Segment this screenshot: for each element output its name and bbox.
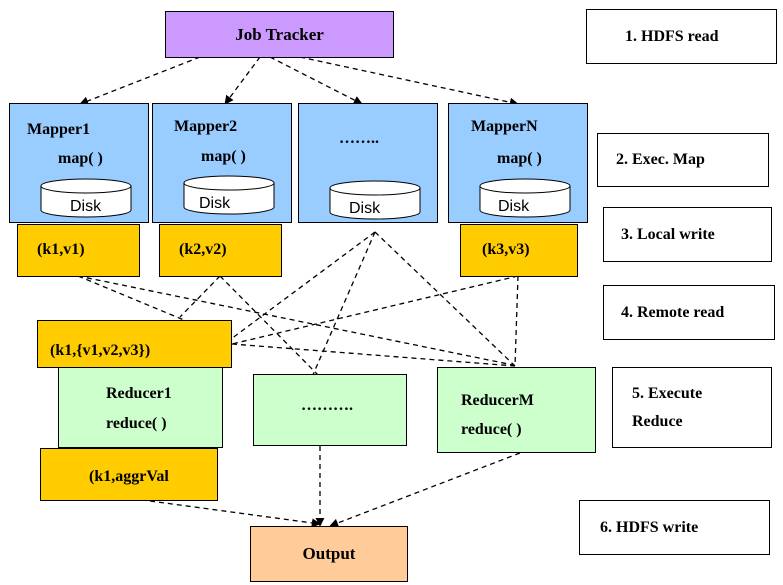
map-output-label: (k3,v3) <box>482 241 530 258</box>
reducer-name: Reducer1 <box>106 385 172 402</box>
mapper-func: map( ) <box>58 150 103 167</box>
step-label: 1. HDFS read <box>625 27 719 45</box>
reducer-input: (k1,{v1,v2,v3}) <box>37 320 232 368</box>
reducer-output: (k1,aggrVal <box>40 448 218 501</box>
step-1-box: 1. HDFS read <box>586 9 777 64</box>
disk-label: Disk <box>349 200 381 217</box>
step-5-box: 5. Execute Reduce <box>612 367 772 448</box>
reducer-name: ReducerM <box>461 392 534 409</box>
disk-label: Disk <box>199 195 231 212</box>
mapper-box-2: Mapper2 map( ) Disk <box>152 103 292 223</box>
step-4-box: 4. Remote read <box>603 285 775 340</box>
disk-icon <box>183 175 275 215</box>
reducer-box-m: ReducerM reduce( ) <box>437 367 596 453</box>
disk-icon <box>329 180 421 220</box>
output-label: Output <box>302 544 356 563</box>
mapper-name: MapperN <box>471 118 538 135</box>
mapper-name: Mapper2 <box>174 118 238 135</box>
step-6-box: 6. HDFS write <box>579 500 770 555</box>
step-label: 4. Remote read <box>621 303 725 321</box>
job-tracker-label: Job Tracker <box>235 24 324 44</box>
mapper-box-3: …….. Disk <box>298 103 438 223</box>
job-tracker-box: Job Tracker <box>165 11 394 58</box>
disk-icon <box>40 178 132 218</box>
arrow-reducer1-output <box>149 500 321 528</box>
step-label: 5. Execute <box>632 384 703 402</box>
reducer-input-label: (k1,{v1,v2,v3}) <box>50 342 151 359</box>
mapper-name: …….. <box>339 130 379 147</box>
disk-label: Disk <box>70 198 102 215</box>
mapper-name: Mapper1 <box>27 121 91 138</box>
map-output-label: (k1,v1) <box>37 241 85 258</box>
step-label: Reduce <box>632 412 683 430</box>
step-2-box: 2. Exec. Map <box>597 133 769 187</box>
map-output-1: (k1,v1) <box>17 224 140 277</box>
output-box: Output <box>250 526 408 582</box>
mapper-box-n: MapperN map( ) Disk <box>448 103 588 223</box>
disk-label: Disk <box>498 198 530 215</box>
mapper-func: map( ) <box>497 150 542 167</box>
reducer-func: reduce( ) <box>106 415 167 432</box>
map-output-2: (k2,v2) <box>159 224 282 277</box>
arrow-jobtracker-mappern <box>299 56 519 107</box>
reducer-func: reduce( ) <box>461 421 522 438</box>
step-3-box: 3. Local write <box>603 207 772 262</box>
map-output-label: (k2,v2) <box>179 241 227 258</box>
mapper-box-1: Mapper1 map( ) Disk <box>9 103 149 223</box>
map-output-n: (k3,v3) <box>460 224 578 277</box>
step-label: 6. HDFS write <box>600 518 699 536</box>
step-label: 2. Exec. Map <box>616 151 705 168</box>
step-label: 3. Local write <box>621 225 715 243</box>
reducer-box-1: Reducer1 reduce( ) <box>58 367 223 448</box>
disk-icon <box>479 178 571 218</box>
reducer-box-2: ………. <box>253 374 407 446</box>
arrow-reducerm-output <box>329 452 521 528</box>
arrow-jobtracker-mapper1 <box>79 56 201 106</box>
arrow-jobtracker-mapper3 <box>269 56 363 105</box>
arrow-jobtracker-mapper2 <box>224 56 261 105</box>
mapper-func: map( ) <box>201 148 246 165</box>
reducer-name: ………. <box>301 397 353 414</box>
reducer-output-label: (k1,aggrVal <box>89 468 169 485</box>
